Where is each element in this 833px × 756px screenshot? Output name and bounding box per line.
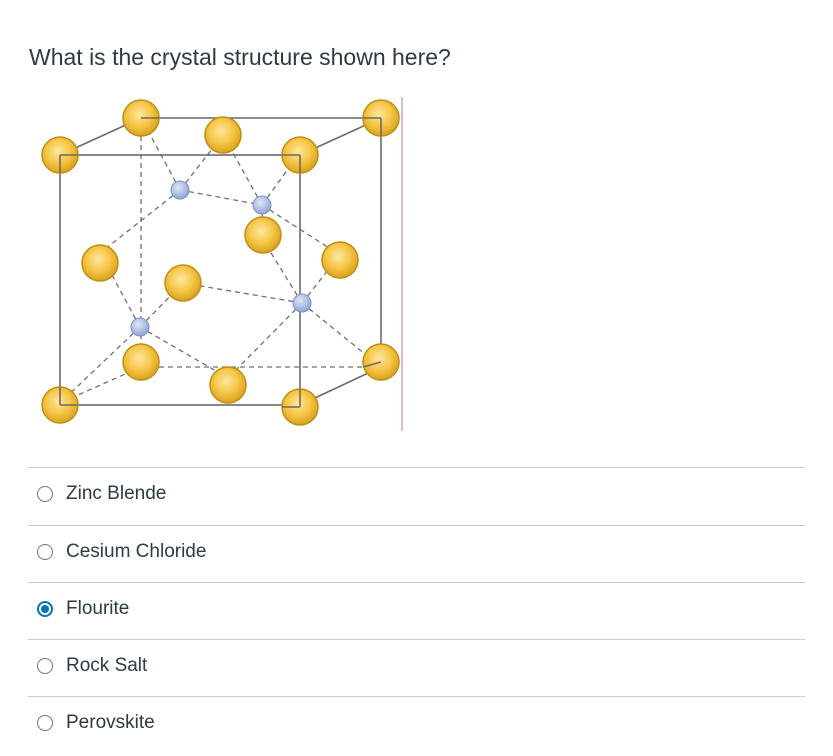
radio-button[interactable] bbox=[37, 658, 53, 674]
radio-button-selected[interactable] bbox=[37, 601, 53, 617]
answer-label: Perovskite bbox=[66, 712, 155, 733]
answer-option-rock-salt[interactable]: Rock Salt bbox=[28, 639, 805, 696]
radio-button[interactable] bbox=[37, 715, 53, 731]
answer-option-zinc-blende[interactable]: Zinc Blende bbox=[28, 467, 805, 525]
radio-button[interactable] bbox=[37, 486, 53, 502]
question-text: What is the crystal structure shown here… bbox=[29, 44, 451, 70]
answer-option-cesium-chloride[interactable]: Cesium Chloride bbox=[28, 525, 805, 582]
crystal-lattice-diagram bbox=[38, 95, 404, 432]
answer-option-perovskite[interactable]: Perovskite bbox=[28, 696, 805, 753]
answer-label: Rock Salt bbox=[66, 655, 148, 676]
answer-label: Cesium Chloride bbox=[66, 541, 207, 562]
answer-list: Zinc Blende Cesium Chloride Flourite Roc… bbox=[28, 467, 805, 753]
answer-label: Flourite bbox=[66, 598, 130, 619]
answer-option-flourite[interactable]: Flourite bbox=[28, 582, 805, 639]
answer-label: Zinc Blende bbox=[66, 483, 167, 504]
crystal-structure-image bbox=[38, 95, 404, 432]
radio-button[interactable] bbox=[37, 544, 53, 560]
